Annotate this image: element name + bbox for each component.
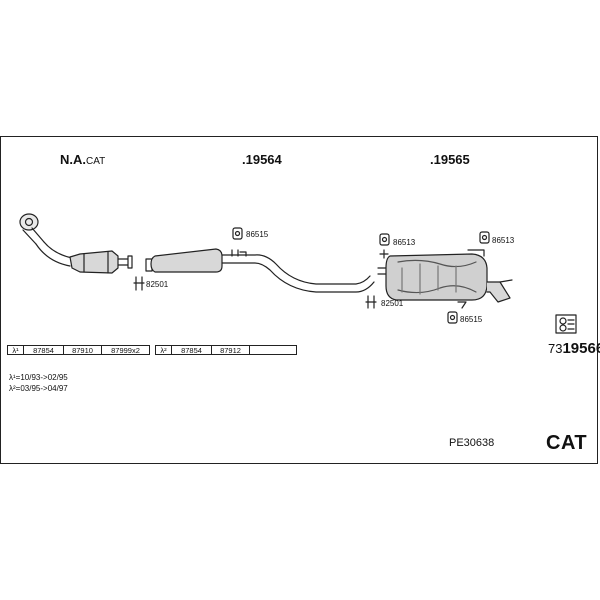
diagram-frame	[0, 136, 598, 464]
part-code: PE30638	[449, 437, 495, 449]
clamp-82501-right	[365, 295, 377, 309]
row-lambda2-cell: 87854	[172, 346, 212, 355]
section-left-title: N.A.CAT	[60, 152, 105, 167]
kit-reference: 7319566	[548, 340, 600, 357]
kit-ref-prefix: 73	[548, 341, 563, 356]
clamp-82501-left	[133, 276, 145, 291]
note-lambda2: λ²=03/95->04/97	[9, 384, 68, 393]
catalytic-converter	[69, 250, 133, 274]
section-mid-title: .19564	[242, 152, 282, 167]
front-pipe-flange	[19, 213, 73, 267]
part-label-82501-right: 82501	[381, 299, 404, 308]
part-label-86513-right: 86513	[492, 236, 515, 245]
section-right-title: .19565	[430, 152, 470, 167]
part-row-lambda2: λ² 87854 87912	[155, 345, 297, 355]
cat-label: CAT	[546, 432, 588, 454]
part-label-86515-bottom: 86515	[460, 315, 483, 324]
mounting-kit-icon	[555, 314, 577, 334]
part-label-86513-left: 86513	[393, 238, 416, 247]
intermediate-pipe	[221, 249, 375, 293]
section-left-suffix: CAT	[86, 156, 106, 167]
hanger-86515-top	[232, 227, 243, 240]
middle-silencer	[145, 248, 223, 273]
hanger-86515-bottom	[447, 301, 467, 324]
rear-silencer	[377, 253, 513, 303]
row-lambda1-marker: λ¹	[8, 346, 24, 355]
kit-ref-number: 19566	[562, 340, 600, 357]
part-label-86515-top: 86515	[246, 230, 269, 239]
row-lambda2-cell: 87912	[212, 346, 250, 355]
part-row-lambda1: λ¹ 87854 87910 87999x2	[7, 345, 150, 355]
hanger-86513-left	[379, 233, 390, 259]
row-lambda2-cell	[250, 346, 296, 354]
hanger-86513-right	[467, 231, 490, 257]
note-lambda1: λ¹=10/93->02/95	[9, 373, 68, 382]
part-label-82501-left: 82501	[146, 280, 169, 289]
section-left-name: N.A.	[60, 152, 86, 167]
row-lambda1-cell: 87854	[24, 346, 64, 355]
row-lambda1-cell: 87910	[64, 346, 102, 355]
row-lambda1-cell: 87999x2	[111, 345, 140, 355]
row-lambda2-marker: λ²	[156, 346, 172, 355]
